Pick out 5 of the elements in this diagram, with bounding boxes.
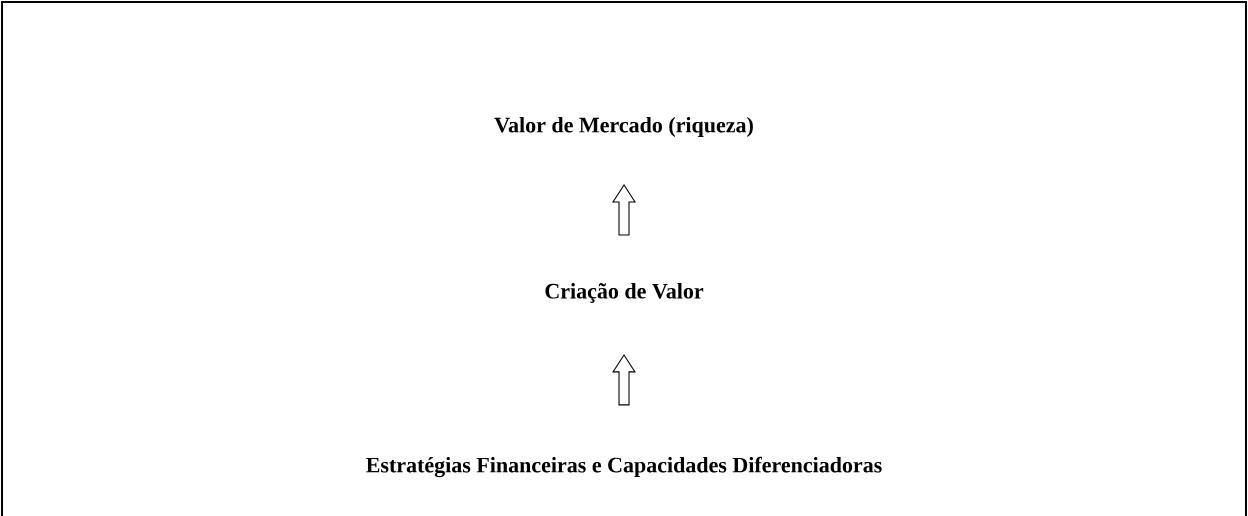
heading-text: Criação de Valor bbox=[545, 283, 704, 303]
heading-text: Estratégias Financeiras e Capacidades Diferenciadoras bbox=[366, 456, 882, 478]
hollow-arrow bbox=[612, 353, 636, 406]
heading-text: Valor de Mercado (riqueza) bbox=[494, 117, 753, 137]
hollow-arrow bbox=[612, 184, 636, 236]
